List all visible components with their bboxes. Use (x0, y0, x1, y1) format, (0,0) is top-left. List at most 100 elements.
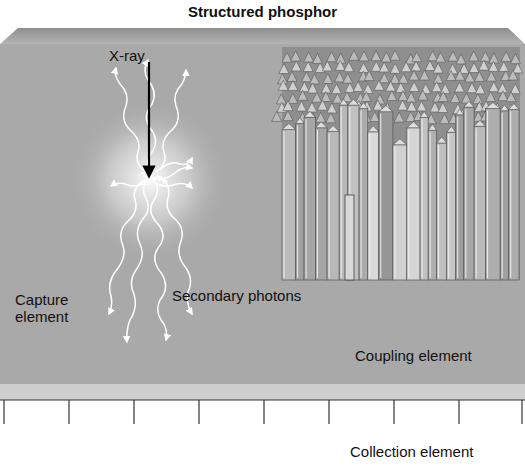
column-tip (304, 111, 315, 117)
column-tip (308, 83, 318, 93)
column-tip (499, 62, 509, 72)
phosphor-column (304, 117, 315, 280)
column-tip (353, 81, 363, 91)
column-tip (303, 62, 313, 72)
column-tip (344, 62, 354, 72)
column-tip (465, 72, 475, 82)
column-highlight (349, 107, 350, 278)
element-label: Collection element (350, 443, 525, 460)
column-highlight (408, 130, 409, 278)
column-tip (489, 82, 499, 92)
element-label: Coupling element (355, 347, 525, 364)
column-tip (398, 73, 408, 83)
column-tip (438, 103, 448, 113)
column-tip (317, 100, 327, 110)
column-tip (345, 83, 355, 93)
column-tip (283, 101, 293, 111)
column-tip (355, 93, 365, 103)
column-tip (385, 113, 395, 123)
column-tip (390, 50, 400, 60)
column-tip (438, 92, 448, 102)
phosphor-column (428, 130, 436, 280)
column-tip (322, 61, 332, 71)
column-tip (437, 137, 447, 143)
column-highlight (457, 117, 458, 278)
column-tip (428, 51, 438, 61)
column-tip (409, 82, 419, 92)
column-tip (394, 112, 404, 122)
column-tip (277, 102, 287, 112)
column-tip (469, 51, 479, 61)
column-tip (474, 71, 484, 81)
column-tip (414, 111, 424, 121)
column-tip (315, 63, 325, 73)
secondary-photons-label: Secondary photons (172, 287, 322, 304)
column-tip (433, 92, 443, 102)
column-highlight (361, 111, 362, 278)
column-highlight (487, 111, 488, 278)
column-tip (299, 82, 309, 92)
column-tip (456, 109, 464, 115)
column-tip (506, 92, 516, 102)
column-tip (278, 74, 288, 84)
column-tip (390, 63, 400, 73)
column-tip (508, 70, 518, 80)
phosphor-column (509, 110, 519, 280)
column-tip (373, 100, 383, 110)
column-tip (426, 114, 436, 124)
phosphor-column (500, 111, 509, 280)
column-tip (513, 63, 523, 73)
column-highlight (422, 119, 423, 278)
column-tip (370, 112, 380, 122)
column-tip (374, 80, 384, 90)
column-tip (379, 73, 389, 83)
phosphor-column (474, 126, 485, 280)
column-tip (298, 112, 308, 122)
column-tip (401, 62, 411, 72)
column-tip (363, 84, 373, 94)
column-tip (382, 103, 392, 113)
phosphor-column (315, 128, 327, 280)
column-tip (359, 103, 368, 109)
column-tip (390, 73, 400, 83)
column-highlight (329, 133, 330, 278)
column-tip (500, 105, 509, 111)
column-tip (348, 99, 359, 105)
column-tip (307, 102, 317, 112)
phosphor-column (282, 130, 296, 280)
column-tip (276, 94, 286, 104)
column-tip (354, 100, 364, 110)
x-ray-label: X-ray (109, 47, 169, 64)
column-tip (371, 61, 381, 71)
column-highlight (430, 132, 431, 278)
column-tip (296, 118, 304, 124)
phosphor-column (368, 132, 379, 280)
column-highlight (306, 119, 307, 278)
column-tip (469, 63, 479, 73)
column-tip (506, 104, 516, 114)
column-tip (279, 64, 289, 74)
column-tip (481, 101, 491, 111)
column-highlight (284, 132, 285, 278)
column-highlight (510, 112, 511, 278)
column-tip (407, 101, 417, 111)
phosphor-column (345, 195, 354, 280)
phosphor-column (339, 105, 348, 280)
column-highlight (465, 109, 466, 278)
column-tip (278, 80, 288, 90)
column-tip (359, 63, 369, 73)
column-highlight (297, 126, 298, 278)
column-tip (333, 93, 343, 103)
column-highlight (476, 128, 477, 278)
column-tip (327, 125, 339, 131)
scatter-tangle (138, 172, 168, 185)
element-label: Capture element (15, 291, 115, 325)
column-tip (501, 71, 511, 81)
column-tip (304, 52, 314, 62)
column-tip (398, 91, 408, 101)
column-tip (488, 61, 498, 71)
column-tip (315, 122, 327, 128)
column-tip (440, 84, 450, 94)
column-tip (497, 83, 507, 93)
column-highlight (502, 113, 503, 278)
